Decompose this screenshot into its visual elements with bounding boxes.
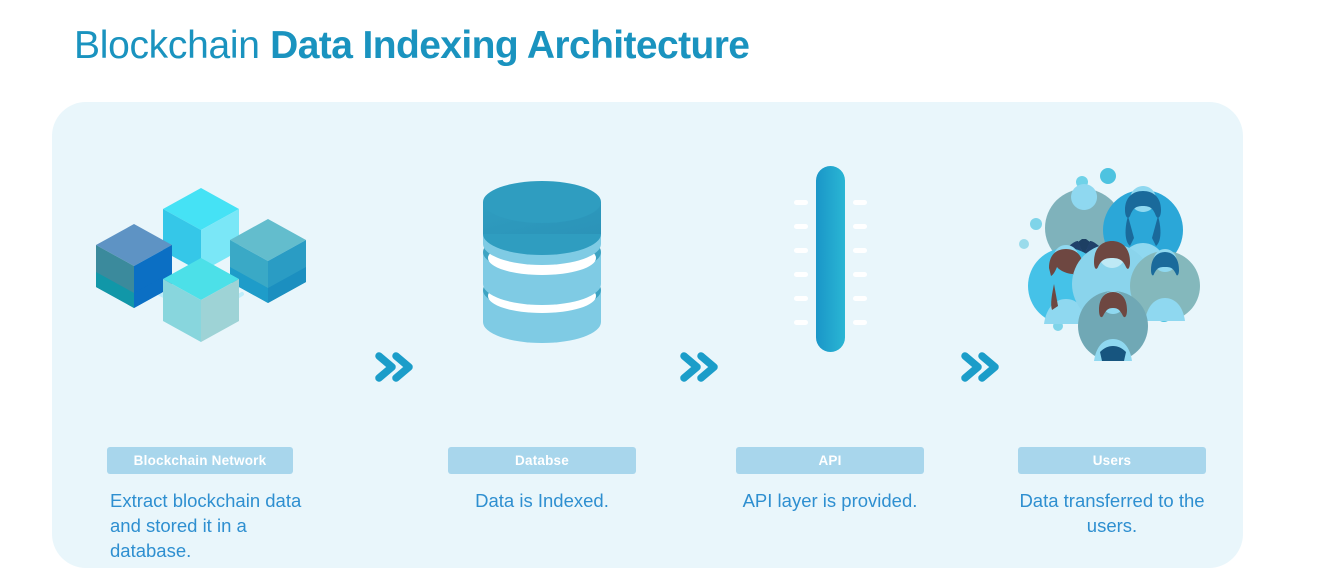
page-title: Blockchain Data Indexing Architecture	[74, 22, 750, 70]
double-chevron-right-icon	[675, 345, 723, 389]
users-group-icon	[1012, 166, 1212, 366]
stage-caption-database: Data is Indexed.	[475, 490, 609, 511]
page-title-light: Blockchain	[74, 24, 260, 67]
stage-caption-api: API layer is provided.	[742, 490, 918, 511]
api-art	[700, 166, 960, 372]
stage-api: API API layer is provided.	[700, 166, 960, 511]
avatar	[1078, 291, 1148, 361]
stage-users: Users Data transferred to the users.	[982, 168, 1242, 536]
database-art	[412, 172, 672, 372]
stage-label-api: API	[736, 447, 924, 474]
page-title-bold: Data Indexing Architecture	[270, 24, 750, 67]
stage-database: Databse Data is Indexed.	[412, 172, 672, 511]
diagram-panel: Blockchain Network Extract blockchain da…	[52, 102, 1243, 568]
api-pin-dashes	[794, 200, 867, 325]
database-cylinder-icon	[467, 172, 617, 367]
double-chevron-right-icon	[956, 345, 1004, 389]
stage-blockchain-network: Blockchain Network Extract blockchain da…	[70, 172, 330, 561]
database-disc-top	[483, 181, 601, 265]
stage-caption-users: Data transferred to the users.	[1019, 490, 1205, 536]
cube-bottom	[163, 258, 239, 342]
blockchain-cubes-icon	[82, 172, 322, 352]
cube-right	[230, 219, 306, 303]
blockchain-cubes-art	[70, 172, 330, 372]
users-art	[982, 168, 1242, 372]
stage-label-blockchain-network: Blockchain Network	[107, 447, 293, 474]
stage-label-users: Users	[1018, 447, 1206, 474]
cube-top	[163, 188, 239, 272]
stage-caption-blockchain-network: Extract blockchain data and stored it in…	[110, 490, 302, 561]
stage-label-database: Databse	[448, 447, 636, 474]
cube-left	[96, 224, 172, 308]
api-bar-icon	[770, 156, 890, 371]
avatar	[1130, 249, 1200, 321]
double-chevron-right-icon	[370, 345, 418, 389]
